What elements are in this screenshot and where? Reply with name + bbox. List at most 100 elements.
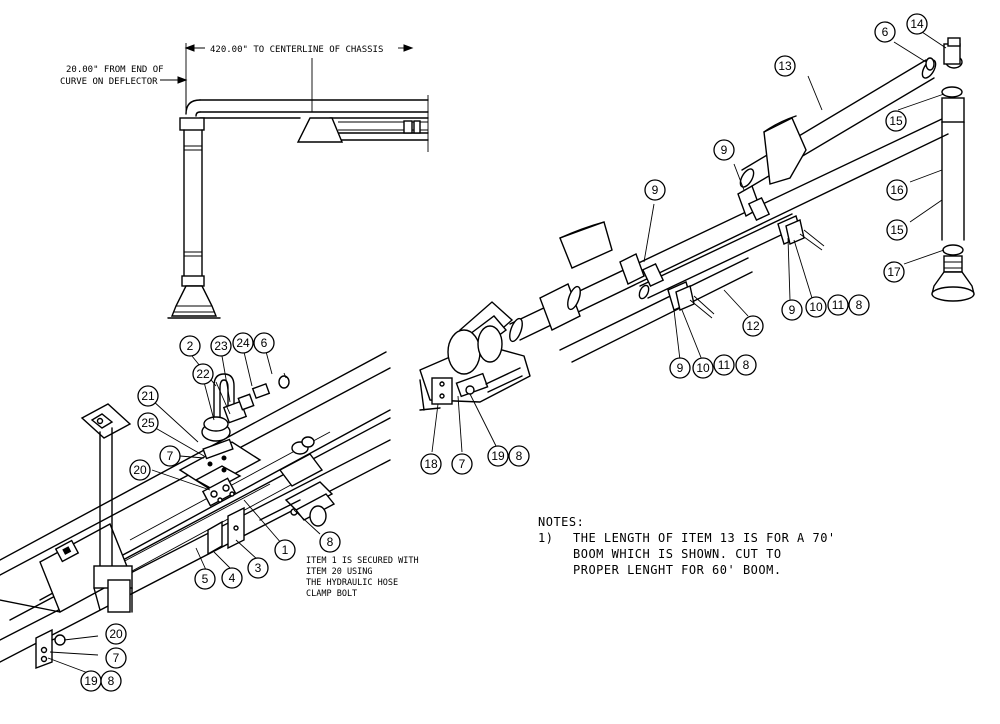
svg-text:24: 24: [236, 336, 250, 350]
svg-text:8: 8: [327, 535, 334, 549]
svg-text:9: 9: [652, 183, 659, 197]
svg-text:15: 15: [890, 223, 904, 237]
balloon-item-10-right: 10: [805, 296, 827, 318]
balloon-item-18: 18: [420, 453, 442, 475]
balloon-item-20-lower: 20: [105, 623, 127, 645]
balloon-item-8: 8: [319, 531, 341, 553]
svg-text:8: 8: [108, 674, 115, 688]
balloon-item-9-top: 9: [713, 139, 735, 161]
balloon-item-22: 22: [192, 363, 214, 385]
balloon-item-11-right: 11: [827, 294, 849, 316]
svg-text:6: 6: [261, 336, 268, 350]
svg-text:8: 8: [743, 358, 750, 372]
svg-text:8: 8: [856, 298, 863, 312]
svg-text:15: 15: [889, 114, 903, 128]
dimension-vertical-label-line2: CURVE ON DEFLECTOR: [60, 77, 158, 87]
notes-line1: THE LENGTH OF ITEM 13 IS FOR A 70': [573, 531, 836, 545]
svg-text:11: 11: [832, 298, 845, 312]
balloon-item-1: 1: [274, 539, 296, 561]
dimension-horizontal-label: 420.00" TO CENTERLINE OF CHASSIS: [210, 45, 383, 55]
notes-line3: PROPER LENGHT FOR 60' BOOM.: [573, 563, 782, 577]
balloon-item-15: 15: [885, 110, 907, 132]
balloon-item-12: 12: [742, 315, 764, 337]
svg-text:22: 22: [196, 367, 210, 381]
balloon-item-20: 20: [129, 459, 151, 481]
svg-text:9: 9: [721, 143, 728, 157]
notes-number: 1): [538, 531, 553, 545]
balloon-item-9-lower: 9: [669, 357, 691, 379]
item1-note-line1: ITEM 1 IS SECURED WITH: [306, 556, 419, 566]
balloon-item-5: 5: [194, 568, 216, 590]
balloon-item-23: 23: [210, 335, 232, 357]
balloon-item-8-pivot: 8: [508, 445, 530, 467]
item-balloons: 2 23 24 6 22 21 25 7 20 1 8 3 4 5 20 7 1…: [80, 13, 928, 692]
balloon-item-10-lower: 10: [692, 357, 714, 379]
balloon-item-24: 24: [232, 332, 254, 354]
notes-block: NOTES: 1) THE LENGTH OF ITEM 13 IS FOR A…: [538, 515, 836, 577]
leader-lines: [47, 31, 947, 677]
balloon-item-21: 21: [137, 385, 159, 407]
svg-text:13: 13: [778, 59, 792, 73]
notes-heading: NOTES:: [538, 515, 584, 529]
svg-text:7: 7: [459, 457, 466, 471]
balloon-item-4: 4: [221, 567, 243, 589]
svg-text:7: 7: [113, 651, 120, 665]
svg-text:12: 12: [746, 319, 760, 333]
svg-text:25: 25: [141, 416, 155, 430]
svg-text:14: 14: [910, 17, 924, 31]
balloon-item-9-right: 9: [781, 299, 803, 321]
svg-text:1: 1: [282, 543, 289, 557]
balloon-item-11-lower: 11: [713, 354, 735, 376]
svg-text:7: 7: [167, 449, 174, 463]
balloon-item-19-right: 19: [487, 445, 509, 467]
svg-text:21: 21: [141, 389, 155, 403]
balloon-item-7: 7: [159, 445, 181, 467]
svg-text:2: 2: [187, 339, 194, 353]
svg-text:3: 3: [255, 561, 262, 575]
balloon-item-6: 6: [253, 332, 275, 354]
svg-text:19: 19: [84, 674, 98, 688]
svg-text:5: 5: [202, 572, 209, 586]
svg-text:18: 18: [424, 457, 438, 471]
notes-line2: BOOM WHICH IS SHOWN. CUT TO: [573, 547, 782, 561]
balloon-item-7-right: 7: [451, 453, 473, 475]
balloon-item-17: 17: [883, 261, 905, 283]
svg-text:23: 23: [214, 339, 228, 353]
balloon-item-15-lower: 15: [886, 219, 908, 241]
svg-text:20: 20: [133, 463, 147, 477]
svg-text:10: 10: [809, 300, 823, 314]
svg-text:10: 10: [696, 361, 710, 375]
balloon-item-6-right: 6: [874, 21, 896, 43]
balloon-item-25: 25: [137, 412, 159, 434]
balloon-item-19: 19: [80, 670, 102, 692]
svg-text:4: 4: [229, 571, 236, 585]
svg-text:6: 6: [882, 25, 889, 39]
svg-text:11: 11: [718, 358, 731, 372]
balloon-item-8-right: 8: [848, 294, 870, 316]
balloon-item-8-lower-right: 8: [735, 354, 757, 376]
balloon-item-16: 16: [886, 179, 908, 201]
left-boom-assembly: [0, 351, 391, 670]
svg-text:8: 8: [516, 449, 523, 463]
svg-text:16: 16: [890, 183, 904, 197]
item1-note-line2: ITEM 20 USING: [306, 567, 373, 577]
svg-text:19: 19: [491, 449, 505, 463]
balloon-item-14: 14: [906, 13, 928, 35]
item1-note-line4: CLAMP BOLT: [306, 589, 357, 599]
balloon-item-7-lower: 7: [105, 647, 127, 669]
balloon-item-3: 3: [247, 557, 269, 579]
right-boom-assembly: [419, 37, 975, 411]
svg-text:17: 17: [887, 265, 901, 279]
elevation-view: 420.00" TO CENTERLINE OF CHASSIS 20.00" …: [60, 43, 429, 319]
balloon-item-13: 13: [774, 55, 796, 77]
item1-note-line3: THE HYDRAULIC HOSE: [306, 578, 398, 588]
balloon-item-8-lower: 8: [100, 670, 122, 692]
item1-note: ITEM 1 IS SECURED WITH ITEM 20 USING THE…: [306, 556, 419, 599]
svg-text:9: 9: [677, 361, 684, 375]
svg-text:9: 9: [789, 303, 796, 317]
svg-text:20: 20: [109, 627, 123, 641]
balloon-item-2: 2: [179, 335, 201, 357]
balloon-item-9-mid: 9: [644, 179, 666, 201]
